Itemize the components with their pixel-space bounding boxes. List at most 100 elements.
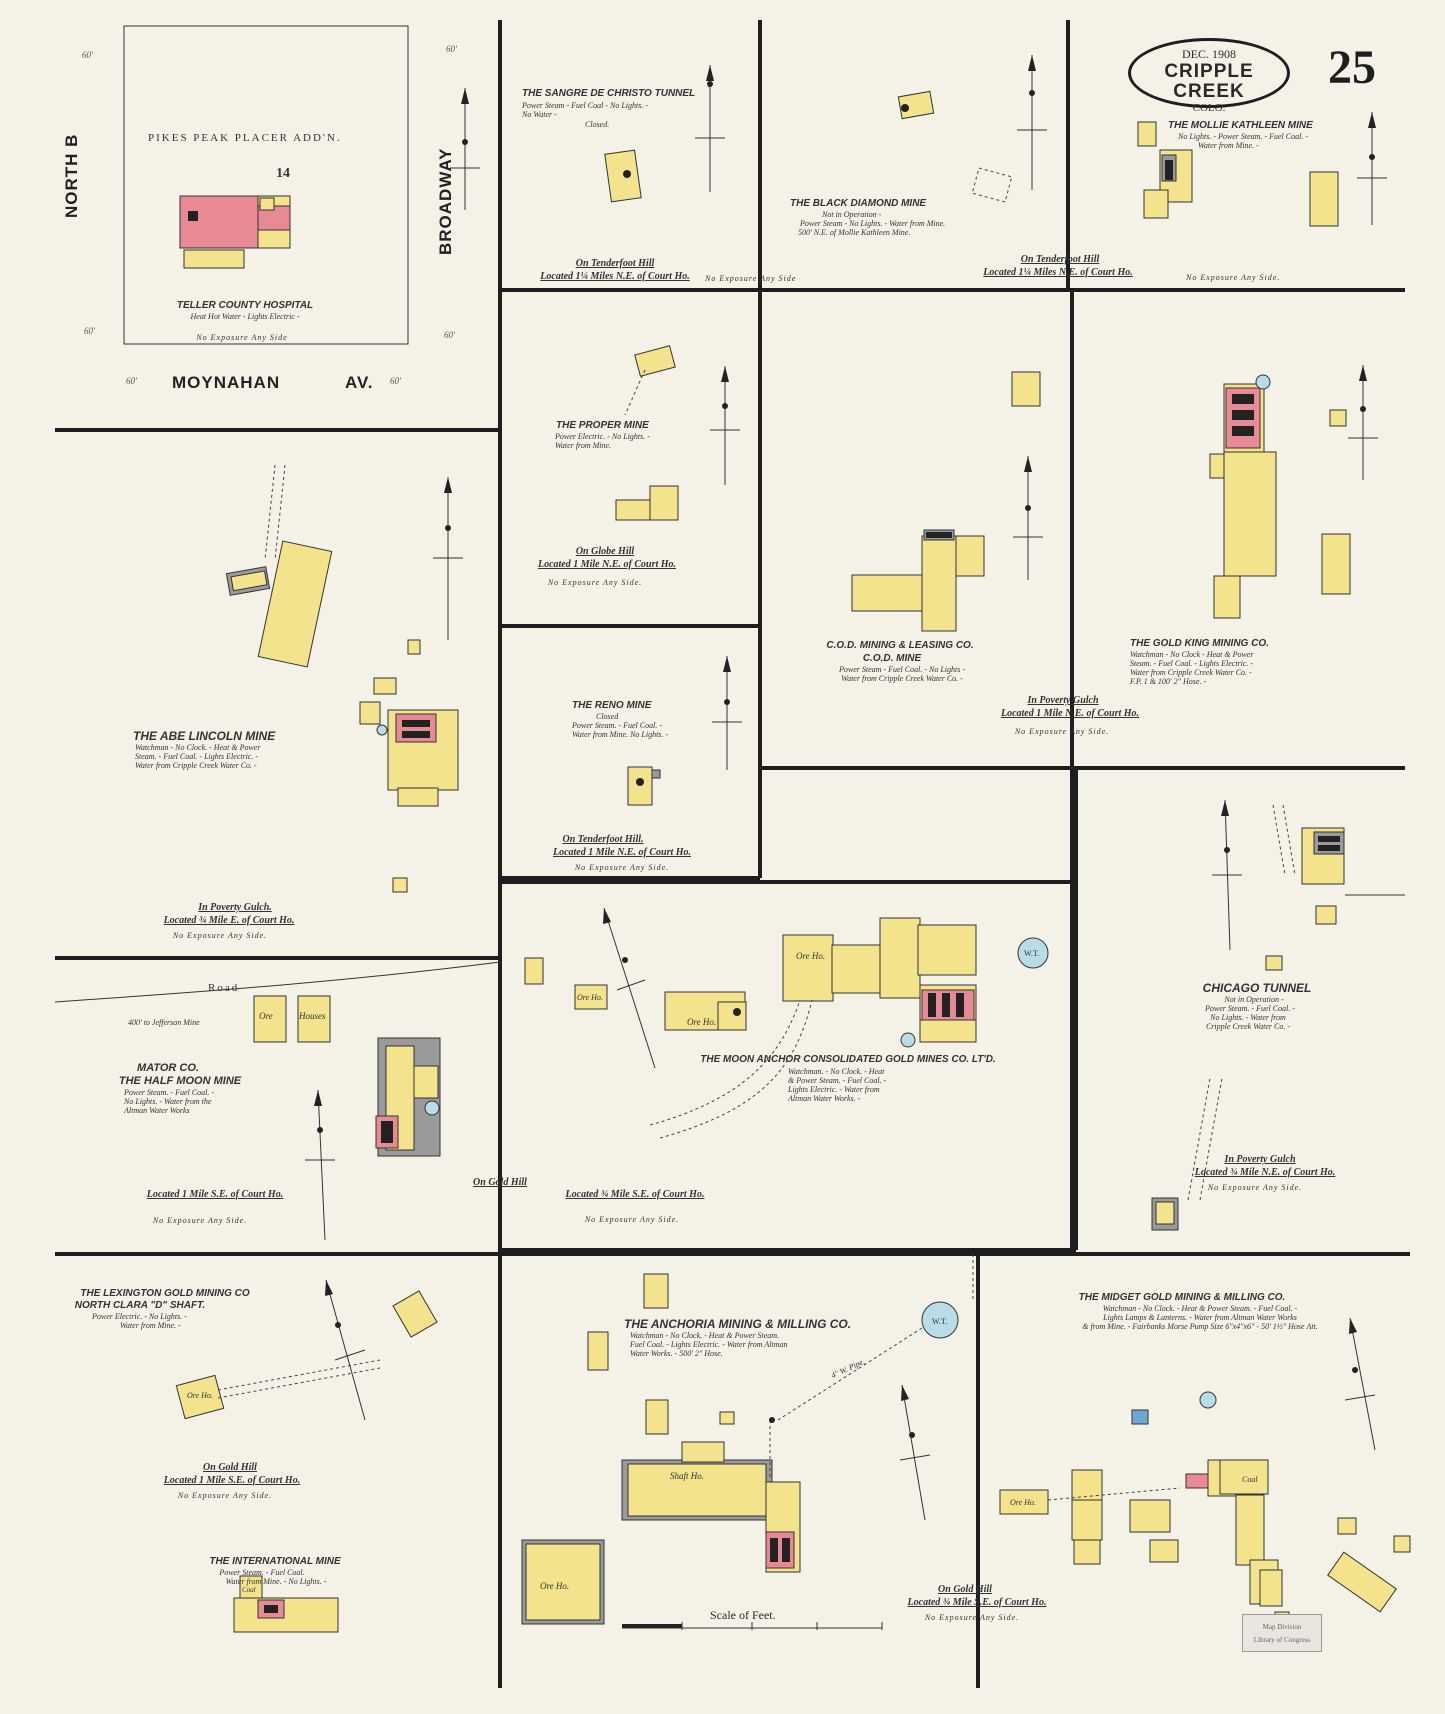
mollie-desc: Water from Mine. -	[1198, 141, 1259, 150]
mollie-desc: No Lights. - Power Steam. - Fuel Coal. -	[1178, 132, 1308, 141]
lexington-desc: Water from Mine. -	[120, 1321, 181, 1330]
addition-name: PIKES PEAK PLACER ADD'N.	[148, 132, 342, 144]
proper-reno-buildings	[615, 345, 679, 806]
international-desc: Power Steam. - Fuel Coal.	[219, 1568, 305, 1577]
moon-anchor-loc: Located ¾ Mile S.E. of Court Ho.	[565, 1189, 705, 1200]
cod-loc: In Poverty Gulch	[1027, 695, 1099, 706]
sangre-desc: Power Steam - Fuel Coal - No Lights. -	[522, 101, 648, 110]
chicago-desc: Power Steam. - Fuel Coal. -	[1205, 1004, 1295, 1013]
wt-label: W.T.	[1024, 949, 1040, 958]
anchoria-desc: Watchman - No Clock. - Heat & Power Stea…	[630, 1331, 780, 1340]
ore-ho-label: Ore Ho.	[687, 1017, 717, 1027]
cod-loc: Located 1 Mile N.E. of Court Ho.	[1000, 708, 1140, 719]
half-moon-desc: No Lights. - Water from the	[124, 1097, 212, 1106]
north-arrow-icon	[305, 55, 1387, 1521]
library-stamp: Map Division Library of Congress	[1242, 1614, 1322, 1652]
street-moynahan-suffix: AV.	[345, 373, 374, 392]
proper-loc: On Globe Hill	[575, 546, 635, 557]
top-mines-buildings	[604, 90, 1339, 227]
moon-anchor-desc: Watchman. - No Clock. - Heat	[788, 1067, 885, 1076]
ore-ho-label: Ore Ho.	[577, 993, 603, 1002]
proper-noexp: No Exposure Any Side.	[547, 578, 643, 587]
anchoria-desc: Fuel Coal. - Lights Electric. - Water fr…	[630, 1340, 788, 1349]
international-desc: Water from Mine. - No Lights. -	[225, 1577, 327, 1586]
street-width-label: 60'	[446, 44, 457, 54]
midget-desc: & from Mine. - Fairbanks Morse Pump Size…	[1082, 1322, 1318, 1331]
abe-lincoln-loc: Located ¾ Mile E. of Court Ho.	[163, 915, 295, 926]
abe-lincoln-desc: Steam. - Fuel Coal. - Lights Electric. -	[135, 752, 259, 761]
proper-desc: Power Electric. - No Lights. -	[555, 432, 650, 441]
wt-label: W.T.	[932, 1317, 948, 1326]
shaft-ho-label: Shaft Ho.	[670, 1471, 705, 1481]
mollie-loc: On Tenderfoot Hill	[1020, 254, 1100, 265]
reno-desc: Closed	[596, 712, 619, 721]
abe-lincoln-loc: In Poverty Gulch.	[198, 902, 272, 913]
sangre-noexp: No Exposure Any Side	[705, 274, 797, 283]
cod-noexp: No Exposure Any Side.	[1014, 727, 1110, 736]
street-width-label: 60'	[390, 376, 401, 386]
anchoria-buildings	[521, 1254, 974, 1625]
gold-king-title: The Gold King Mining Co.	[1130, 638, 1269, 649]
proper-desc: Water from Mine.	[555, 441, 612, 450]
hospital-desc: Heat Hot Water - Lights Electric -	[190, 312, 300, 321]
gold-king-desc: Steam. - Fuel Coal. - Lights Electric. -	[1130, 659, 1254, 668]
reno-noexp: No Exposure Any Side.	[574, 863, 670, 872]
mollie-loc: Located 1¼ Miles N.E. of Court Ho.	[983, 267, 1133, 278]
reno-desc: Water from Mine. No Lights. -	[572, 730, 669, 739]
moon-anchor-desc: & Power Steam. - Fuel Coal. -	[788, 1076, 887, 1085]
ore-label: Ore	[259, 1011, 273, 1021]
cod-desc: Power Steam - Fuel Coal. - No Lights -	[839, 665, 965, 674]
midget-desc: Watchman - No Clock. - Heat & Power Stea…	[1102, 1304, 1298, 1313]
houses-label: Houses	[299, 1011, 326, 1021]
sangre-loc: On Tenderfoot Hill	[575, 258, 655, 269]
gold-king-desc: Watchman - No Clock - Heat & Power	[1130, 650, 1254, 659]
block-number: 14	[276, 166, 290, 181]
abe-lincoln-desc: Watchman - No Clock. - Heat & Power	[135, 743, 261, 752]
street-width-label: 60'	[126, 376, 137, 386]
midget-loc: Located ¾ Mile S.E. of Court Ho.	[907, 1597, 1047, 1608]
half-moon-loc: Located 1 Mile S.E. of Court Ho.	[146, 1189, 284, 1200]
proper-title: The Proper Mine	[556, 420, 649, 431]
sangre-desc: Closed.	[585, 120, 610, 129]
stamp-line: Map Division	[1262, 1623, 1302, 1631]
moon-anchor-noexp: No Exposure Any Side.	[584, 1215, 680, 1224]
chicago-desc: No Lights. - Water from	[1210, 1013, 1286, 1022]
moon-anchor-buildings	[524, 917, 1049, 1139]
lexington-title: The Lexington Gold Mining Co	[80, 1288, 250, 1299]
midget-title: The Midget Gold Mining & Milling Co.	[1078, 1292, 1286, 1303]
cod-goldking-buildings	[851, 371, 1351, 632]
cod-desc: Water from Cripple Creek Water Co. -	[841, 674, 963, 683]
gold-hill-label: On Gold Hill	[473, 1177, 527, 1188]
abe-lincoln-title: The Abe Lincoln Mine	[133, 729, 276, 743]
half-moon-title: The Half Moon Mine	[118, 1075, 242, 1087]
black-diamond-desc: Not in Operation -	[822, 210, 882, 219]
midget-loc: On Gold Hill	[938, 1584, 992, 1595]
hospital-title: Teller County Hospital	[176, 300, 314, 311]
sangre-loc: Located 1¼ Miles N.E. of Court Ho.	[540, 271, 690, 282]
black-diamond-desc: Power Steam - No Lights. - Water from Mi…	[800, 219, 946, 228]
abe-lincoln-noexp: No Exposure Any Side.	[172, 931, 268, 940]
road-label: Road	[208, 982, 240, 994]
chicago-loc: In Poverty Gulch	[1224, 1154, 1296, 1165]
mollie-noexp: No Exposure Any Side.	[1186, 273, 1281, 282]
hospital-noexp: No Exposure Any Side	[196, 333, 288, 342]
block-borders	[55, 20, 1410, 1688]
chicago-tunnel-buildings	[1151, 804, 1405, 1231]
reno-loc: Located 1 Mile N.E. of Court Ho.	[552, 847, 692, 858]
midget-desc: Lights Lamps & Lanterns. - Water from Al…	[1103, 1313, 1297, 1322]
map-date: DEC. 1908	[1182, 47, 1236, 61]
international-title: The International Mine	[209, 1556, 341, 1567]
street-width-label: 60'	[444, 330, 455, 340]
reno-loc: On Tenderfoot Hill.	[562, 834, 644, 845]
reno-title: The Reno Mine	[572, 700, 652, 711]
street-moynahan: MOYNAHAN	[172, 373, 281, 392]
lexington-loc: Located 1 Mile S.E. of Court Ho.	[163, 1475, 301, 1486]
scale-label: Scale of Feet.	[710, 1608, 776, 1622]
anchoria-desc: Water Works. - 500' 2" Hose.	[630, 1349, 723, 1358]
chicago-desc: Cripple Creek Water Co. -	[1205, 1022, 1291, 1031]
map-state: COLO.	[1192, 102, 1226, 114]
chicago-title: Chicago Tunnel	[1202, 981, 1312, 995]
coal-label: Coal	[242, 1586, 256, 1594]
cod-title: C.O.D. Mining & Leasing Co.	[826, 640, 974, 651]
